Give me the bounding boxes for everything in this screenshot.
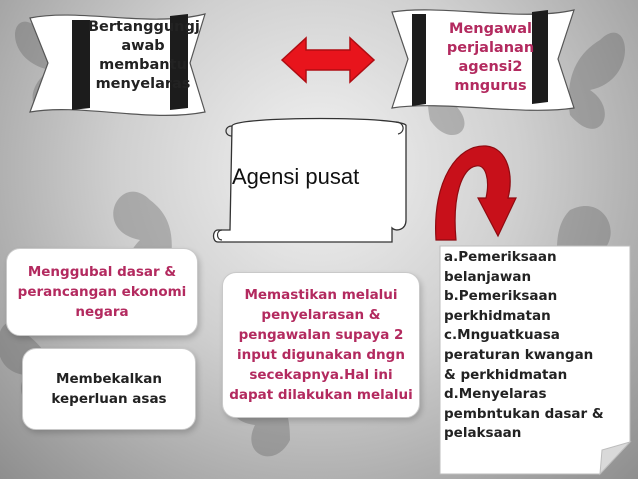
note-page-shape xyxy=(439,245,632,476)
note-line: belanjawan xyxy=(444,268,532,285)
left-banner-text: Bertanggungj awab membantu menyelaras xyxy=(88,18,200,94)
ensure-box-line: secekapnya.Hal ini xyxy=(249,367,393,383)
right-banner-line: perjalanan xyxy=(446,40,535,56)
ensure-box-line: pengawalan supaya 2 xyxy=(238,327,404,343)
right-banner-line: agensi2 xyxy=(458,59,523,75)
left-banner-line: menyelaras xyxy=(95,76,191,92)
policy-box-line: Menggubal dasar & xyxy=(27,264,177,280)
note-line: a.Pemeriksaan xyxy=(444,249,557,265)
right-banner-shape xyxy=(391,9,575,111)
note-line: peraturan kwangan xyxy=(444,346,594,363)
note-line: perkhidmatan xyxy=(444,307,551,324)
central-scroll-title: Agensi pusat xyxy=(232,164,360,189)
note-line: c.Mnguatkuasa xyxy=(444,327,560,344)
double-arrow-icon xyxy=(280,36,376,84)
right-banner-line: mngurus xyxy=(454,78,527,94)
ensure-box-line: input digunakan dngn xyxy=(237,347,405,363)
policy-box: Menggubal dasar & perancangan ekonomi ne… xyxy=(6,248,198,336)
note-line: b.Pemeriksaan xyxy=(444,288,558,305)
left-banner-line: Bertanggungj xyxy=(88,19,200,35)
ensure-box-line: dapat dilakukan melalui xyxy=(229,387,413,403)
basic-needs-line: keperluan asas xyxy=(51,391,167,407)
note-line: d.Menyelaras xyxy=(444,386,547,403)
left-banner-shape xyxy=(29,13,206,116)
policy-box-line: perancangan ekonomi xyxy=(17,284,187,300)
note-line: & perkhidmatan xyxy=(444,366,568,383)
right-banner-line: Mengawal xyxy=(449,21,532,37)
note-list: a.Pemeriksaan belanjawan b.Pemeriksaan p… xyxy=(444,248,614,444)
basic-needs-line: Membekalkan xyxy=(56,371,162,387)
note-line: pembntukan dasar & xyxy=(444,405,604,422)
note-line: pelaksaan xyxy=(444,425,522,442)
left-banner-line: awab xyxy=(121,38,165,54)
basic-needs-box: Membekalkan keperluan asas xyxy=(22,348,196,430)
ensure-box: Memastikan melalui penyelarasan & pengaw… xyxy=(222,272,420,418)
right-banner-text: Mengawal perjalanan agensi2 mngurus xyxy=(433,20,548,96)
left-banner-line: membantu xyxy=(99,57,187,73)
ensure-box-line: Memastikan melalui xyxy=(244,287,398,303)
central-scroll-shape xyxy=(212,117,407,243)
ensure-box-line: penyelarasan & xyxy=(261,307,381,323)
policy-box-line: negara xyxy=(75,304,129,320)
curved-arrow-icon xyxy=(435,145,517,241)
